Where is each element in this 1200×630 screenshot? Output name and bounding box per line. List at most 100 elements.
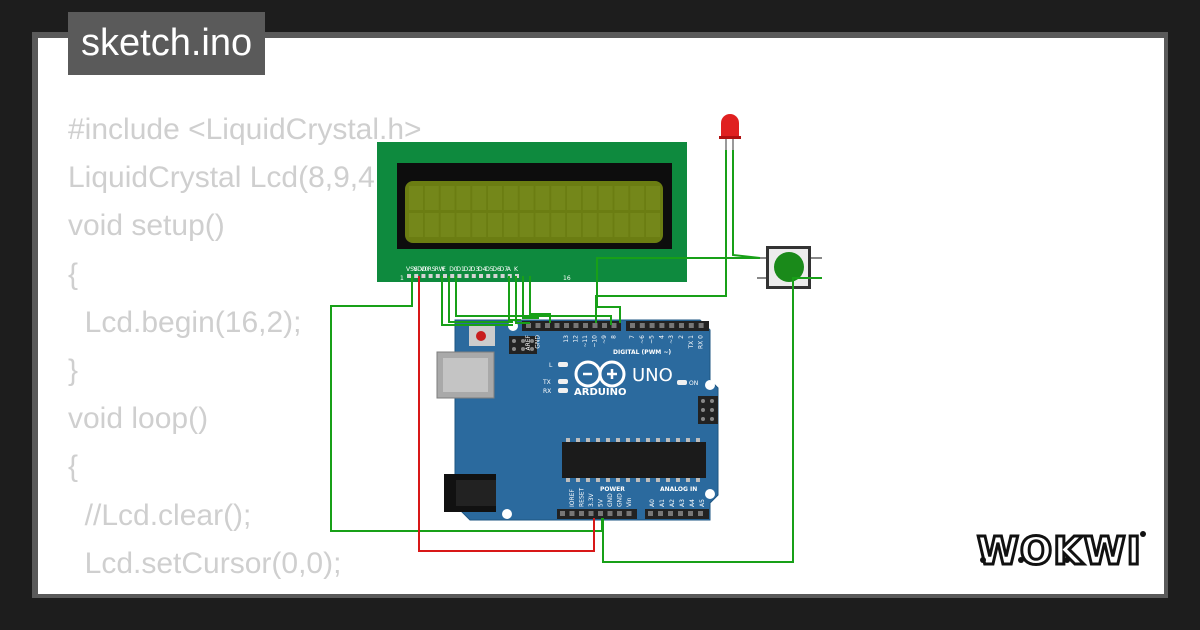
chip-leg (676, 478, 680, 482)
arduino-brand: ARDUINO (574, 387, 626, 398)
header-pin (598, 511, 603, 516)
chip-leg (696, 438, 700, 442)
wire-lcd-rw (448, 276, 513, 323)
chip-leg (576, 478, 580, 482)
chip-leg (666, 438, 670, 442)
header-pin (626, 511, 632, 516)
pushbutton[interactable] (757, 246, 822, 289)
lcd-char-cell (630, 186, 645, 210)
chip-leg (566, 438, 570, 442)
lcd-pin (471, 274, 476, 278)
wire-lcd-d7 (529, 276, 551, 323)
red-led[interactable] (719, 114, 741, 150)
lcd-char-cell (424, 213, 439, 237)
lcd-char-cell (456, 186, 471, 210)
led-rx (558, 388, 568, 393)
lcd-char-cell (535, 186, 550, 210)
header-pin (588, 511, 594, 516)
digital-pin-label: GND (535, 335, 542, 349)
lcd-pin (450, 274, 455, 278)
logo-dot (1064, 557, 1070, 563)
power-pin-label: GND (617, 493, 624, 507)
header-pin (535, 323, 541, 328)
lcd-char-cell (646, 186, 660, 210)
header-pin (698, 511, 703, 516)
lcd-pin (500, 274, 505, 278)
lcd-char-cell (535, 213, 550, 237)
bottom-pins (560, 511, 703, 516)
lcd-pins (407, 274, 519, 278)
lcd-character-grid (409, 186, 660, 237)
code-line: { (68, 450, 79, 484)
digital-pin-label: ~5 (649, 335, 656, 344)
lcd-pin (407, 274, 411, 278)
header-pin (649, 323, 655, 328)
code-line: #include <LiquidCrystal.h> (68, 113, 422, 146)
lcd-char-cell (409, 213, 423, 237)
reset-button-cap[interactable] (476, 331, 486, 341)
analog-pin-label: A5 (699, 499, 706, 507)
digital-header-high (522, 321, 621, 331)
mount-hole (705, 380, 715, 390)
header-pin (611, 323, 617, 328)
digital-pins (526, 323, 704, 328)
lcd-pin (479, 274, 483, 278)
chip-leg (636, 438, 640, 442)
chip-leg (696, 478, 700, 482)
led-rx-label: RX (543, 388, 551, 395)
header-pin (554, 323, 560, 328)
chip-leg (586, 438, 590, 442)
led-on (677, 380, 687, 385)
lcd-pin (428, 274, 433, 278)
icsp-header-right (698, 396, 718, 424)
header-pin (592, 323, 598, 328)
chip-leg (616, 438, 620, 442)
usb-port-inner (443, 358, 488, 392)
lcd-pin (443, 274, 447, 278)
lcd-char-cell (582, 186, 597, 210)
digital-pin-label: 2 (678, 335, 685, 339)
lcd-char-cell (488, 213, 502, 237)
lcd-char-cell (598, 186, 613, 210)
chip-leg (566, 478, 570, 482)
lcd-char-cell (646, 213, 660, 237)
lcd-pin (421, 274, 426, 278)
arduino-model: UNO (632, 365, 673, 386)
code-line: Lcd.setCursor(0,0); (68, 546, 342, 580)
lcd-char-cell (503, 213, 518, 237)
lcd-pin-label: RW (435, 266, 445, 273)
lcd-char-cell (551, 186, 566, 210)
digital-pin-label: 13 (563, 335, 570, 343)
chip-leg (606, 478, 610, 482)
digital-header-low (626, 321, 709, 331)
power-header (557, 509, 637, 519)
lcd-char-cell (614, 186, 629, 210)
lcd-pin-label: D7 (500, 266, 509, 273)
lcd-pin-label: VSS (406, 266, 418, 273)
lcd-pin-label: K (514, 266, 519, 273)
file-name-tab[interactable]: sketch.ino (68, 12, 266, 75)
header-pin (573, 323, 579, 328)
power-pin-label: IOREF (569, 489, 576, 507)
header-pin (617, 511, 622, 516)
icsp-header (509, 336, 537, 354)
wire-lcd-d5 (515, 276, 530, 324)
button-cap[interactable] (774, 252, 804, 282)
lcd-char-cell (424, 186, 439, 210)
lcd-pin-label: D6 (492, 266, 501, 273)
lcd-pin-label: RS (428, 266, 436, 273)
chip-leg (676, 438, 680, 442)
header-pin (659, 323, 665, 328)
header-pin (678, 511, 683, 516)
digital-pin-label: 12 (573, 335, 580, 343)
logo-dot (980, 557, 986, 563)
lcd-pin-label: A (507, 266, 512, 273)
lcd-char-cell (472, 213, 487, 237)
wire-led-pin (595, 150, 727, 323)
lcd-pin (457, 274, 462, 278)
lcd-char-cell (567, 186, 581, 210)
